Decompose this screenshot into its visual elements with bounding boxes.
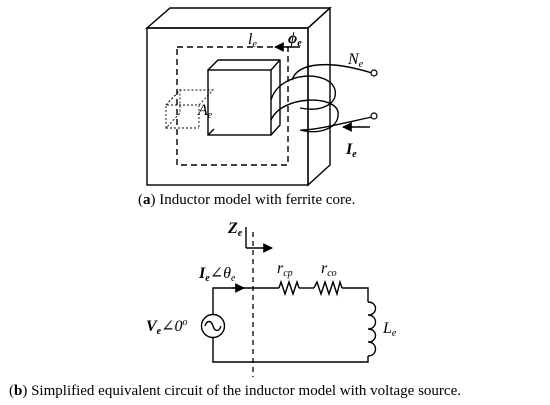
resistor-rco	[313, 279, 343, 297]
source-voltage-label: Ve∠0o	[146, 317, 188, 337]
core-top-face	[145, 7, 332, 29]
caption-a: (a) Inductor model with ferrite core.	[138, 192, 355, 208]
turns-label: Ne	[347, 51, 364, 70]
path-length-label: le	[248, 31, 257, 50]
voltage-source	[200, 313, 226, 339]
core-window-front	[207, 69, 272, 136]
panel-a-core-diagram: ϕe le Ae Ne Ie	[145, 6, 378, 187]
ac-wave-icon	[204, 320, 222, 332]
resistor-rco-label: rco	[321, 260, 337, 279]
winding-coil	[270, 63, 378, 133]
current-phasor-label: Ie∠θe	[198, 265, 236, 284]
area-label: Ae	[197, 102, 213, 121]
magnetic-path-dashed	[176, 46, 289, 166]
terminal-top	[370, 69, 378, 77]
inductor-label: Le	[382, 320, 397, 339]
caption-b: (b) Simplified equivalent circuit of the…	[9, 383, 461, 399]
flux-label: ϕe	[288, 30, 302, 49]
current-label: Ie	[345, 141, 357, 160]
terminal-bottom	[370, 112, 378, 120]
impedance-label: Ze	[227, 220, 243, 239]
core-window-back	[207, 59, 281, 136]
panel-b-circuit: Ze Ie∠θe rcp rco Le Ve∠0o	[146, 220, 397, 377]
inductor-le	[367, 301, 377, 357]
resistor-rcp-label: rcp	[277, 260, 293, 279]
resistor-rcp	[278, 279, 300, 297]
circuit-wire	[212, 287, 279, 315]
core-right-face	[307, 6, 331, 187]
